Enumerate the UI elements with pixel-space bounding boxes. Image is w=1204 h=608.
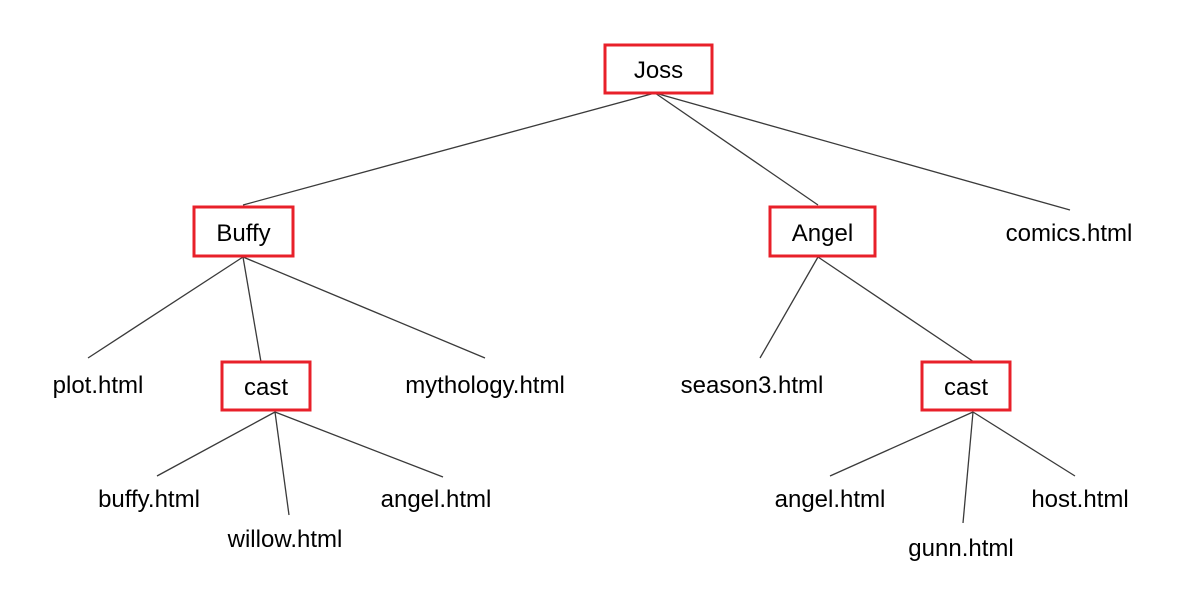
file-node-plot: plot.html (53, 372, 144, 399)
edge-buffy-mythology (242, 256, 486, 359)
edge-buffycast-buffyhtml (156, 411, 276, 477)
folder-box (220, 360, 312, 412)
file-node-buffy-html: buffy.html (98, 486, 200, 513)
folder-box (920, 360, 1012, 412)
file-node-gunn-html: gunn.html (908, 535, 1013, 562)
folder-label: cast (244, 374, 288, 401)
edge-angelcast-hosthtml (972, 411, 1076, 477)
file-node-comics: comics.html (1006, 220, 1133, 247)
file-node-willow-html: willow.html (227, 526, 343, 553)
folder-node-joss: Joss (603, 43, 714, 95)
folder-label: Joss (634, 57, 683, 84)
folder-label: cast (944, 374, 988, 401)
edge-joss-angel (654, 92, 819, 206)
file-node-angel-angel-html: angel.html (775, 486, 886, 513)
file-node-mythology: mythology.html (405, 372, 565, 399)
folder-node-angel: Angel (768, 205, 877, 258)
folder-label: Angel (792, 220, 853, 247)
edge-joss-buffy (242, 92, 656, 206)
folder-label: Buffy (216, 220, 270, 247)
folder-node-angel-cast: cast (920, 360, 1012, 412)
folder-box (768, 205, 877, 258)
edge-buffycast-willowhtml (274, 411, 290, 516)
edge-angel-season3 (759, 256, 819, 359)
folder-node-buffy: Buffy (192, 205, 295, 258)
file-node-season3: season3.html (681, 372, 824, 399)
edge-joss-comics (654, 92, 1071, 211)
file-node-buffy-angel-html: angel.html (381, 486, 492, 513)
edge-buffycast-angelhtml (274, 411, 444, 478)
connectors (87, 92, 1076, 524)
folder-box (603, 43, 714, 95)
file-node-host-html: host.html (1031, 486, 1128, 513)
folder-node-buffy-cast: cast (220, 360, 312, 412)
edge-angelcast-angelhtml (829, 411, 974, 477)
edge-angelcast-gunnhtml (962, 411, 974, 524)
edge-buffy-plot (87, 256, 244, 359)
edge-angel-cast (817, 256, 975, 363)
edge-buffy-cast (242, 256, 262, 363)
folder-box (192, 205, 295, 258)
